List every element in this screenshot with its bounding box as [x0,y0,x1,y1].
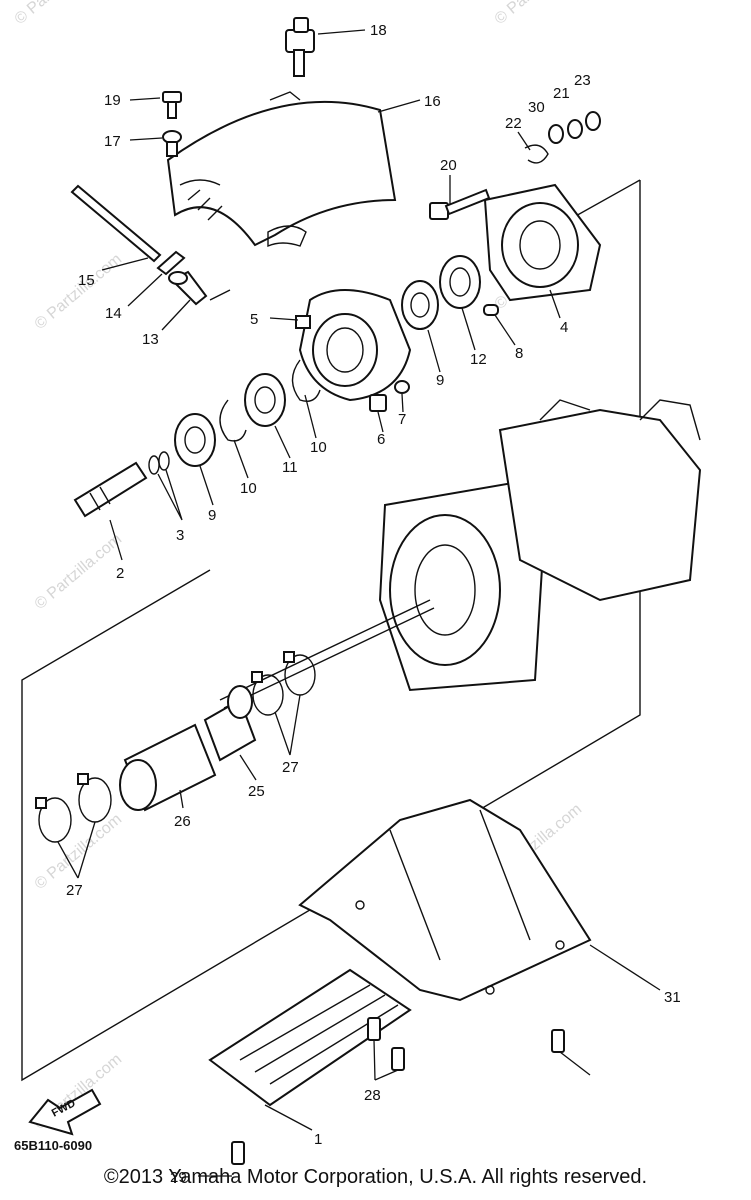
callout-30: 30 [528,99,545,116]
washer-30 [548,124,564,144]
pin-8 [483,304,499,316]
bracket-31 [298,798,592,1002]
bearing-9-upper [401,280,439,330]
circlip-10-upper [291,359,321,402]
bolt-bracket [551,1029,565,1053]
sleeve-25 [203,685,257,762]
watermark: © Partzilla.com [32,531,126,613]
callout-20: 20 [440,157,457,174]
washer-21 [567,119,583,139]
copyright-notice: ©2013 Yamaha Motor Corporation, U.S.A. A… [103,1166,648,1188]
callout-7: 7 [398,411,406,428]
rod-15 [70,184,162,263]
callout-10-lower: 10 [240,480,257,497]
callout-27-lower: 27 [66,882,83,899]
housing-cover-4 [483,183,602,302]
grate-1 [208,968,412,1107]
fitting-13 [168,270,208,306]
clamps-27-lower [35,773,112,843]
callout-21: 21 [553,85,570,102]
callout-12: 12 [470,351,487,368]
callout-31: 31 [664,989,681,1006]
nut-23 [585,111,601,131]
watermark: © Partzilla.com [32,811,126,893]
clamps-27-upper [251,651,316,716]
callout-labels: 18 19 17 16 20 22 30 21 23 15 14 13 5 4 … [66,22,681,1186]
callout-8: 8 [515,345,523,362]
bolt-6 [369,394,387,412]
cover-16 [166,91,397,248]
callout-2: 2 [116,565,124,582]
callout-9-lower: 9 [208,507,216,524]
washer-7 [394,380,410,394]
housing-5 [295,289,412,402]
shaft-2 [73,461,148,518]
callout-16: 16 [424,93,441,110]
seal-12 [439,255,481,309]
washer-17 [162,130,182,157]
callout-6: 6 [377,431,385,448]
watermark: © Partzilla.com [492,0,586,28]
callout-29: 29 [170,1169,187,1186]
callout-18: 18 [370,22,387,39]
watermark: © Partzilla.com [12,0,106,28]
circlip-10-lower [219,399,247,442]
callout-5: 5 [250,311,258,328]
callout-4: 4 [560,319,568,336]
callout-10-upper: 10 [310,439,327,456]
callout-11: 11 [282,459,298,476]
callout-28: 28 [364,1087,381,1104]
fitting-18 [285,17,315,77]
bearing-11 [244,373,286,427]
orings-3 [148,451,170,475]
callout-17: 17 [104,133,121,150]
callout-15: 15 [78,272,95,289]
clip-22 [524,144,549,164]
callout-9-upper: 9 [436,372,444,389]
callout-3: 3 [176,527,184,544]
callout-27-upper: 27 [282,759,299,776]
bolt-29 [231,1141,245,1165]
leader-lines [57,29,661,1177]
bolt-19 [162,91,182,119]
callout-22: 22 [505,115,522,132]
callout-14: 14 [105,305,122,322]
callout-19: 19 [104,92,121,109]
callout-26: 26 [174,813,191,830]
callout-13: 13 [142,331,159,348]
callout-25: 25 [248,783,265,800]
bearing-9-lower [174,413,216,467]
hose-26 [119,723,217,812]
drawing-code: 65B110-6090 [14,1138,93,1153]
callout-1: 1 [314,1131,322,1148]
clip-14 [156,250,186,276]
jet-pump-housing [219,399,702,709]
callout-23: 23 [574,72,591,89]
bolt-20 [429,188,491,220]
